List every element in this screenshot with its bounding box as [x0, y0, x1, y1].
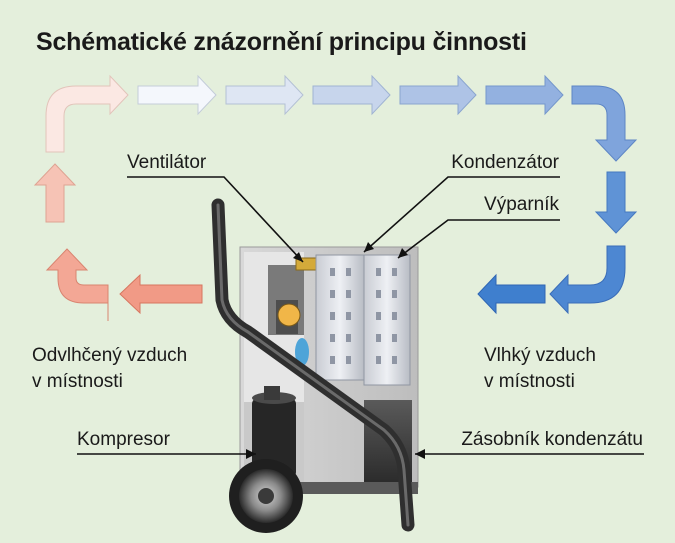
- label-vyparnik: Výparník: [484, 194, 559, 215]
- handle-frame: [211, 198, 415, 532]
- airflow-arrows: [33, 74, 638, 321]
- label-ventilator: Ventilátor: [127, 152, 207, 173]
- arrow-top-2: [225, 74, 304, 116]
- compressor: [252, 386, 296, 478]
- label-kompresor: Kompresor: [77, 429, 170, 450]
- arrow-corner-bottom-right: [549, 245, 626, 315]
- arrow-corner-top-left: [45, 74, 129, 153]
- arrow-corner-bottom-left: [45, 248, 109, 321]
- arrow-left-up: [33, 163, 77, 223]
- label-humid-air-line2: v místnosti: [484, 371, 575, 392]
- arrow-corner-top-right: [571, 85, 638, 162]
- label-kondenzator: Kondenzátor: [451, 152, 559, 173]
- arrow-bottom-right-2: [477, 273, 546, 315]
- label-dry-air-line2: v místnosti: [32, 371, 123, 392]
- label-dry-air-line1: Odvlhčený vzduch: [32, 345, 188, 366]
- dehumidifier-machine: [211, 198, 419, 533]
- label-dry-air: Odvlhčený vzduch v místnosti: [32, 343, 187, 395]
- arrow-top-4: [399, 74, 477, 116]
- arrow-right-down: [594, 171, 638, 234]
- diagram-title: Schématické znázornění principu činnosti: [36, 28, 527, 56]
- arrow-top-5: [485, 74, 564, 116]
- arrow-top-1: [137, 74, 217, 116]
- label-zasobnik: Zásobník kondenzátu: [461, 429, 643, 450]
- arrow-bottom-left: [119, 273, 203, 315]
- leader-lines: [77, 176, 644, 459]
- label-humid-air: Vlhký vzduch v místnosti: [484, 343, 596, 395]
- wheel: [229, 459, 303, 533]
- label-humid-air-line1: Vlhký vzduch: [484, 345, 596, 366]
- arrow-top-3: [312, 74, 391, 116]
- coils: [315, 254, 411, 386]
- fan: [268, 257, 327, 366]
